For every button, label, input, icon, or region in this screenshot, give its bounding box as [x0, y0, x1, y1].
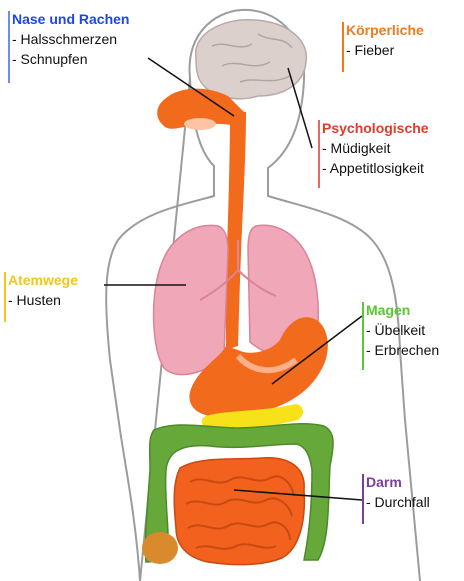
symptom-item: - Müdigkeit [322, 138, 429, 158]
group-title-nose: Nase und Rachen [12, 9, 129, 29]
label-group-stomach: Magen - Übelkeit - Erbrechen [366, 300, 439, 360]
label-group-nose: Nase und Rachen - Halsschmerzen - Schnup… [12, 9, 129, 69]
appendix-area [142, 532, 178, 564]
accent-bar [8, 11, 10, 83]
group-title-body: Körperliche [346, 20, 424, 40]
left-lung [154, 225, 228, 374]
symptom-item: - Schnupfen [12, 49, 129, 69]
brain-shape [196, 20, 307, 99]
group-title-gut: Darm [366, 472, 430, 492]
label-group-psych: Psychologische - Müdigkeit - Appetitlosi… [322, 118, 429, 178]
symptom-item: - Durchfall [366, 492, 430, 512]
symptom-item: - Husten [8, 290, 78, 310]
accent-bar [4, 272, 6, 322]
label-group-gut: Darm - Durchfall [366, 472, 430, 512]
symptom-item: - Appetitlosigkeit [322, 158, 429, 178]
mouth-cavity [184, 118, 216, 130]
group-title-stomach: Magen [366, 300, 439, 320]
esophagus [226, 110, 246, 350]
label-group-body: Körperliche - Fieber [346, 20, 424, 60]
small-intestine [174, 458, 304, 565]
accent-bar [342, 22, 344, 72]
symptom-item: - Erbrechen [366, 340, 439, 360]
symptom-item: - Fieber [346, 40, 424, 60]
symptom-item: - Übelkeit [366, 320, 439, 340]
group-title-air: Atemwege [8, 270, 78, 290]
accent-bar [362, 474, 364, 524]
accent-bar [362, 302, 364, 370]
group-title-psych: Psychologische [322, 118, 429, 138]
symptom-item: - Halsschmerzen [12, 29, 129, 49]
accent-bar [318, 120, 320, 188]
label-group-air: Atemwege - Husten [8, 270, 78, 310]
